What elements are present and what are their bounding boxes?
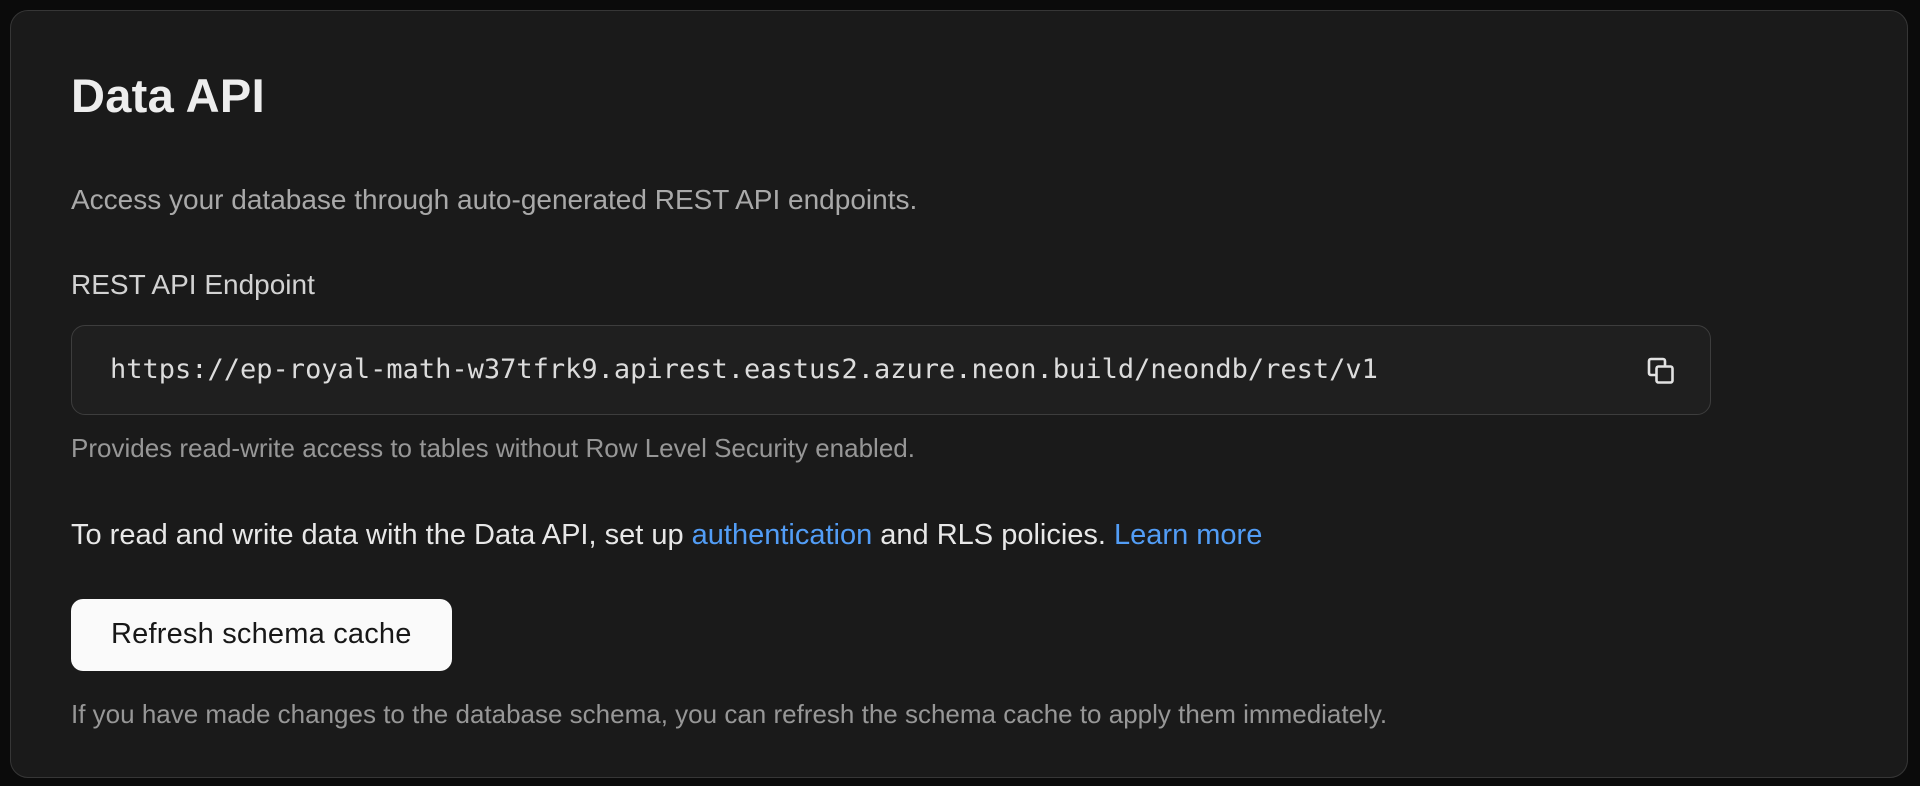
- rls-note-text-before: To read and write data with the Data API…: [71, 518, 692, 551]
- learn-more-link[interactable]: Learn more: [1114, 518, 1263, 551]
- data-api-panel: Data API Access your database through au…: [10, 10, 1908, 778]
- endpoint-url-field: https://ep-royal-math-w37tfrk9.apirest.e…: [71, 324, 1711, 415]
- page-title: Data API: [71, 69, 265, 122]
- refresh-helper-text: If you have made changes to the database…: [71, 698, 1388, 729]
- endpoint-label: REST API Endpoint: [71, 268, 315, 300]
- panel-description: Access your database through auto-genera…: [71, 184, 918, 216]
- rls-note-text-middle: and RLS policies.: [872, 518, 1115, 551]
- endpoint-helper-text: Provides read-write access to tables wit…: [71, 432, 915, 463]
- refresh-schema-cache-button[interactable]: Refresh schema cache: [71, 598, 452, 671]
- endpoint-url-value: https://ep-royal-math-w37tfrk9.apirest.e…: [110, 354, 1378, 386]
- copy-endpoint-button[interactable]: [1636, 346, 1684, 394]
- authentication-link[interactable]: authentication: [691, 518, 873, 551]
- copy-icon: [1647, 357, 1674, 384]
- rls-note: To read and write data with the Data API…: [71, 518, 1851, 553]
